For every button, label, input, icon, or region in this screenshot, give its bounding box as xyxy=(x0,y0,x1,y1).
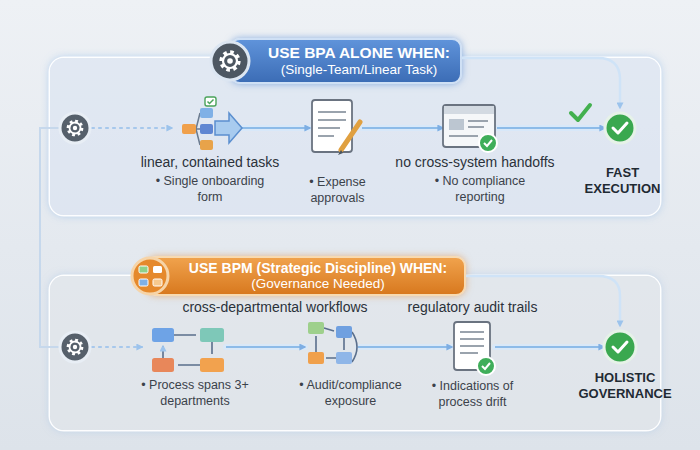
task-item: • Audit/compliance exposure xyxy=(295,315,405,410)
item-heading: linear, contained tasks xyxy=(125,154,295,172)
bullet-text: • No compliance reporting xyxy=(425,174,535,205)
task-item: regulatory audit trails• Indications of … xyxy=(405,295,540,413)
task-item: • Expense approvals xyxy=(295,95,380,210)
group-heading: cross-departmental workflows xyxy=(160,299,390,317)
task-item: • Process spans 3+ departments xyxy=(140,318,250,413)
item-heading: regulatory audit trails xyxy=(395,299,550,317)
panel-subheading: (Single-Team/Linear Task) xyxy=(281,62,438,78)
bullet-text: • Single onboarding form xyxy=(145,174,275,205)
outcome-node: HOLISTIC GOVERNANCE xyxy=(580,330,670,410)
outcome-text: FAST EXECUTION xyxy=(577,165,668,197)
bullet-text: • Indications of process drift xyxy=(415,379,530,410)
task-item: linear, contained tasks• Single onboardi… xyxy=(135,100,285,210)
item-heading: no cross-system handoffs xyxy=(380,154,570,172)
outcome-text: HOLISTIC GOVERNANCE xyxy=(575,370,675,402)
panel-heading: USE BPM (Strategic Discipline) WHEN: xyxy=(189,260,447,277)
outcome-node: FAST EXECUTION xyxy=(585,113,660,195)
bullet-text: • Expense approvals xyxy=(290,175,385,206)
heading-pill: USE BPA ALONE WHEN:(Single-Team/Linear T… xyxy=(230,38,462,84)
panel-subheading: (Governance Needed) xyxy=(251,276,385,292)
task-item: no cross-system handoffs • No compliance … xyxy=(380,100,570,210)
bullet-text: • Process spans 3+ departments xyxy=(135,378,255,409)
strategy-panel: USE BPA ALONE WHEN:(Single-Team/Linear T… xyxy=(50,58,660,215)
bullet-text: • Audit/compliance exposure xyxy=(288,378,413,409)
heading-pill: USE BPM (Strategic Discipline) WHEN:(Gov… xyxy=(146,256,466,296)
panel-heading: USE BPA ALONE WHEN: xyxy=(268,44,450,63)
